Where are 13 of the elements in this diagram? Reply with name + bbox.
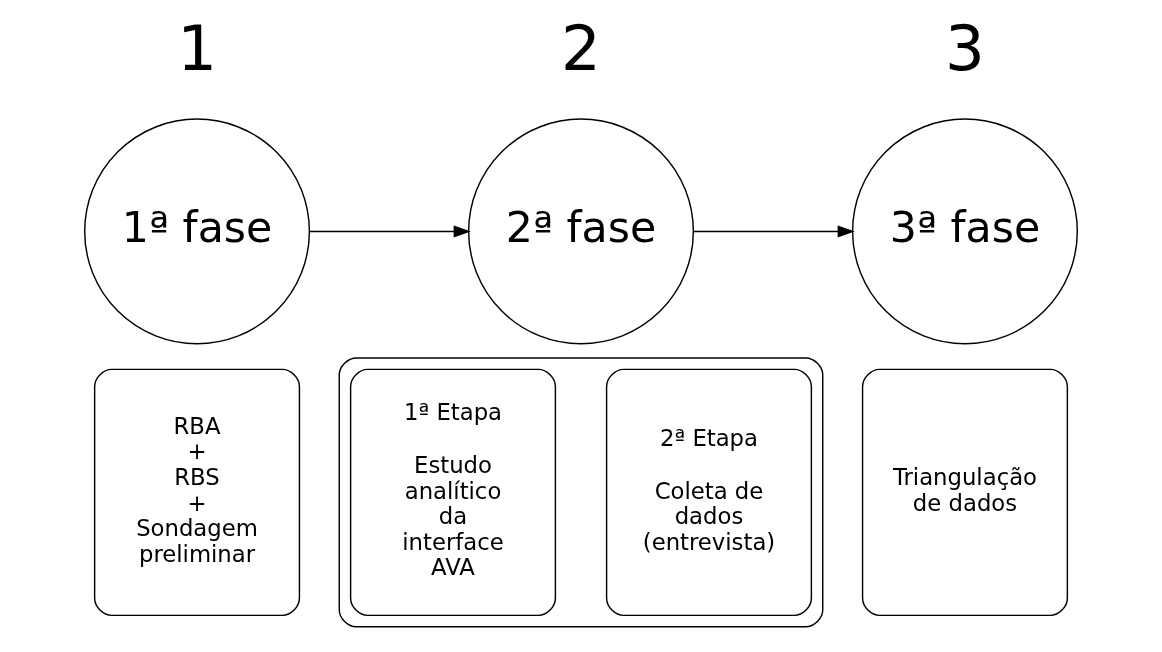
node-label: 3 <box>945 11 985 85</box>
node-box: Triangulação de dados <box>861 368 1069 617</box>
node-label: 1 <box>177 11 217 85</box>
arrow <box>692 225 855 238</box>
arrow <box>308 225 471 238</box>
node-circle: 3ª fase <box>851 118 1078 345</box>
node-box: 1ª Etapa Estudo analítico da interface AVA <box>349 368 557 617</box>
node-label: 2 <box>561 11 601 85</box>
cluster <box>338 357 824 628</box>
node-box: RBA + RBS + Sondagem preliminar <box>93 368 301 617</box>
node-circle: 1ª fase <box>84 118 311 345</box>
node-box: 2ª Etapa Coleta de dados (entrevista) <box>605 368 813 617</box>
node-circle: 2ª fase <box>467 118 695 345</box>
